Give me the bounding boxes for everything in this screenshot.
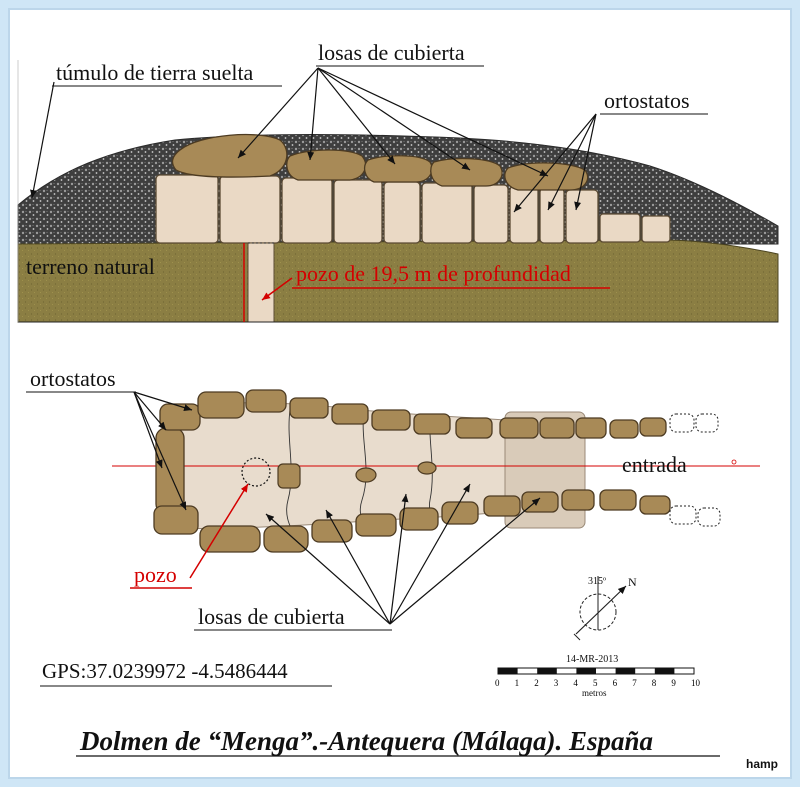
plan-orthostats xyxy=(153,389,671,553)
scale-tick-label: 2 xyxy=(534,678,539,688)
leaders-section-losas xyxy=(237,67,549,177)
scale-segment xyxy=(615,668,636,674)
scale-tick-label: 3 xyxy=(554,678,559,688)
label-terreno-natural: terreno natural xyxy=(26,254,155,279)
leader-pozo-profundidad xyxy=(261,277,293,301)
scale-tick-label: 1 xyxy=(515,678,520,688)
label-ortostatos-plan: ortostatos xyxy=(30,366,116,391)
compass: 315º N xyxy=(573,575,637,641)
scale-unit: metros xyxy=(582,688,607,698)
section-orthostats xyxy=(155,174,671,244)
scale-tick-label: 7 xyxy=(632,678,637,688)
label-entrada: entrada xyxy=(622,452,687,477)
section-capstones xyxy=(171,133,589,191)
scale-date: 14-MR-2013 xyxy=(566,654,618,665)
scale-bar: 14-MR-2013 0 1 2 3 4 5 6 7 8 9 10 metros xyxy=(495,654,701,698)
scale-tick-label: 10 xyxy=(691,678,701,688)
plan-view: ortostatos entrada pozo losas de cubiert… xyxy=(26,366,760,698)
scale-segment xyxy=(654,668,675,674)
label-ortostatos-top: ortostatos xyxy=(604,88,690,113)
scale-tick-label: 5 xyxy=(593,678,598,688)
label-tumulo: túmulo de tierra suelta xyxy=(56,60,254,85)
scale-tick-label: 9 xyxy=(671,678,676,688)
leaders-section-ortostatos xyxy=(513,113,597,213)
compass-angle: 315º xyxy=(588,576,606,587)
scale-segment xyxy=(576,668,596,674)
label-pozo-profundidad: pozo de 19,5 m de profundidad xyxy=(296,261,571,286)
scale-tick-label: 8 xyxy=(652,678,657,688)
leader-tumulo xyxy=(30,81,55,199)
scale-tick-label: 4 xyxy=(573,678,578,688)
label-losas-cubierta-top: losas de cubierta xyxy=(318,40,465,65)
section-view: túmulo de tierra suelta losas de cubiert… xyxy=(17,40,779,323)
plan-missing-stones xyxy=(669,413,721,527)
plan-pillars xyxy=(277,461,437,489)
leaders-plan-losas xyxy=(265,483,541,625)
leaders-plan-ortostatos xyxy=(133,391,193,511)
label-pozo: pozo xyxy=(134,562,177,587)
scale-segment xyxy=(537,668,557,674)
scale-segment xyxy=(498,668,518,674)
gps-coordinates: GPS:37.0239972 -4.5486444 xyxy=(42,659,288,683)
well-plan-circle xyxy=(241,457,271,487)
diagram-title: Dolmen de “Menga”.-Antequera (Málaga). E… xyxy=(79,726,653,756)
leader-pozo xyxy=(189,483,249,579)
compass-north: N xyxy=(628,575,637,589)
scale-tick-label: 0 xyxy=(495,678,500,688)
label-losas-cubierta-plan: losas de cubierta xyxy=(198,604,345,629)
scale-tick-label: 6 xyxy=(613,678,618,688)
well-shaft xyxy=(247,242,275,323)
signature: hamp xyxy=(746,757,778,771)
